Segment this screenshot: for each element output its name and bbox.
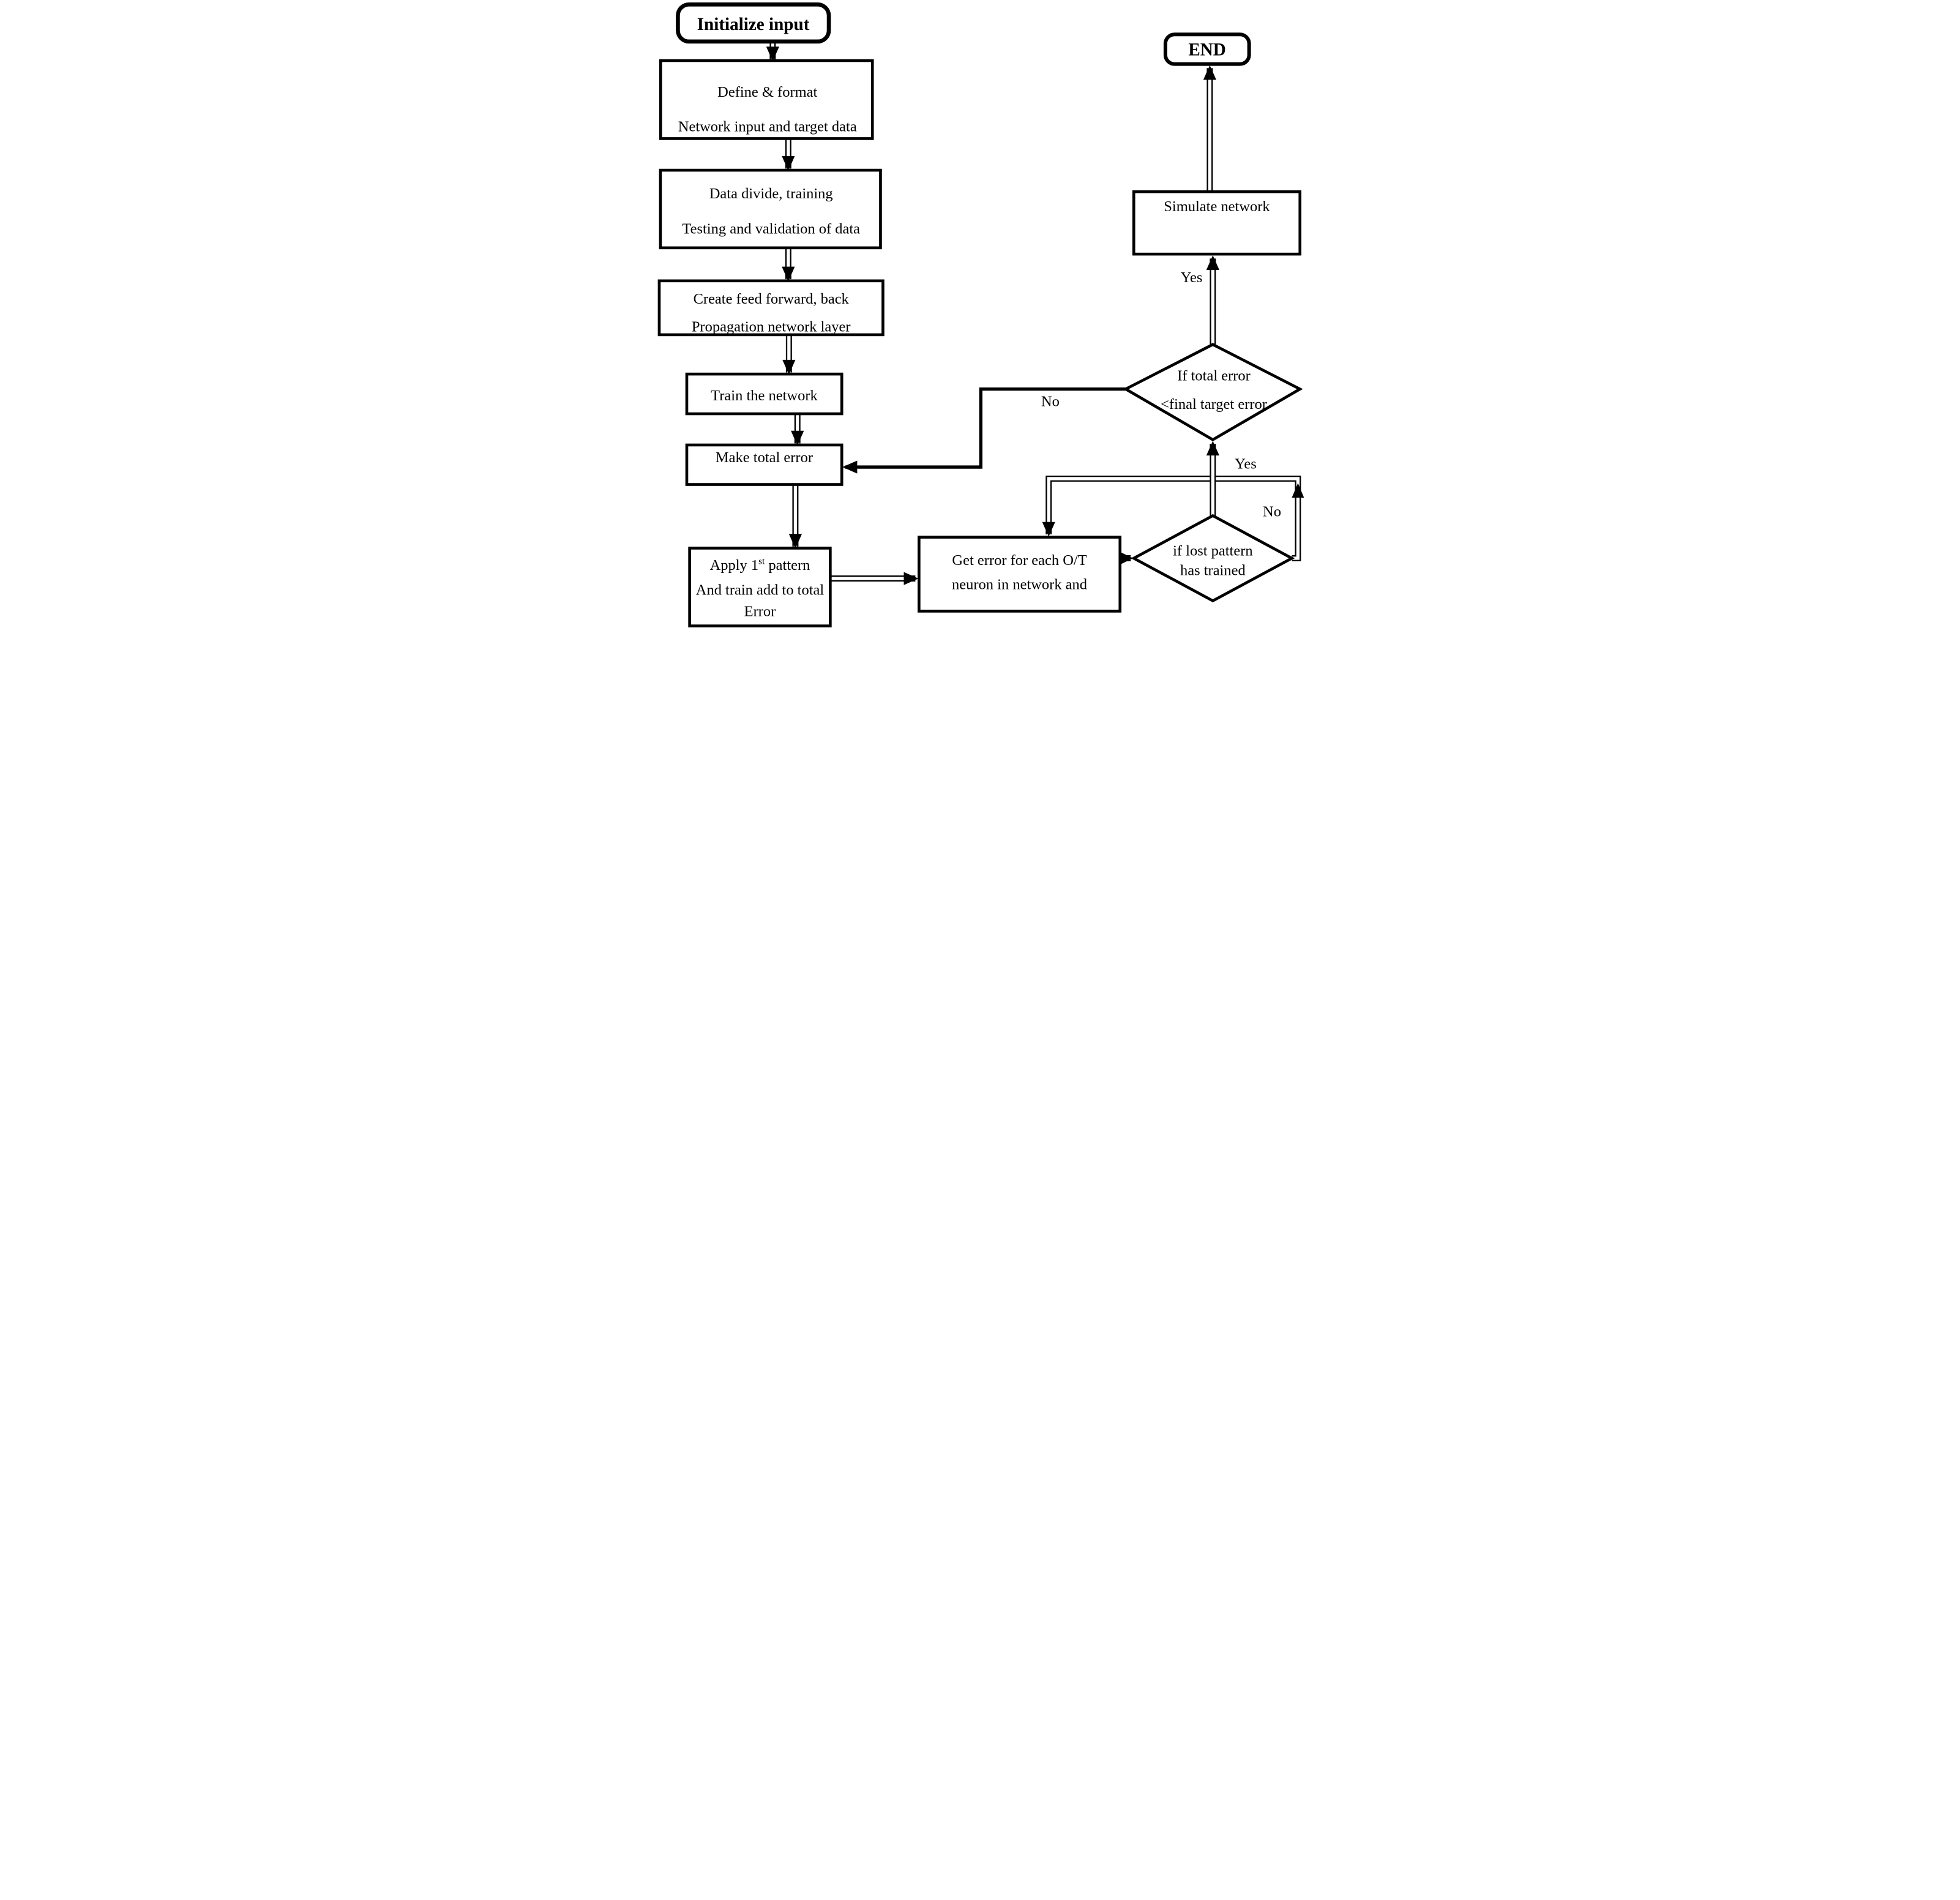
node-define-line2: Network input and target data <box>678 119 857 135</box>
node-divide-box <box>659 168 882 250</box>
node-apply: Apply 1st pattern And train add to total… <box>688 547 832 627</box>
node-apply-box <box>688 547 832 627</box>
arrowhead-create-train <box>782 359 796 375</box>
node-initialize: Initialize input <box>676 2 831 44</box>
node-define: Define & format Network input and target… <box>659 59 874 140</box>
edge-lost-pattern-no-loop-core <box>1047 477 1300 560</box>
node-initialize-box <box>676 2 831 44</box>
node-create-line1: Create feed forward, back <box>694 291 850 307</box>
arrowhead-initialize-define <box>766 47 779 62</box>
node-end-box <box>1163 32 1251 66</box>
arrowhead-total-error-simulate <box>1206 255 1219 270</box>
node-make-error-box <box>685 443 843 486</box>
node-divide: Data divide, training Testing and valida… <box>659 168 882 250</box>
node-train-label: Train the network <box>711 387 818 404</box>
node-create-line2: Propagation network layer <box>692 319 851 335</box>
node-divide-line1: Data divide, training <box>709 185 833 202</box>
node-get-error-line2: neuron in network and <box>952 577 1087 593</box>
arrowhead-lost-pattern-total-error <box>1206 441 1219 456</box>
node-apply-line1: Apply 1st pattern <box>710 556 810 574</box>
arrowhead-simulate-end <box>1203 65 1216 80</box>
arrowhead-define-divide <box>782 155 795 171</box>
node-apply-line1-sup: st <box>758 556 765 567</box>
node-get-error: Get error for each O/T neuron in network… <box>918 536 1122 613</box>
node-apply-line2: And train add to total <box>696 582 825 599</box>
node-lost-pattern-line1: if lost pattern <box>1173 543 1253 559</box>
arrowhead-lost-pattern-no-loop-up <box>1292 483 1304 498</box>
arrowhead-make-error-apply <box>788 534 802 549</box>
arrowhead-apply-get-error <box>903 572 919 585</box>
node-define-line1: Define & format <box>717 84 817 100</box>
node-divide-line2: Testing and validation of data <box>682 220 860 237</box>
node-apply-line3: Error <box>744 603 776 619</box>
arrowheads <box>766 47 1304 585</box>
node-make-error: Make total error <box>685 443 843 486</box>
node-initialize-label: Initialize input <box>697 15 810 34</box>
node-get-error-box <box>918 536 1122 613</box>
node-total-error-diamond <box>1123 343 1303 442</box>
arrowhead-get-error-lost-pattern <box>1120 552 1134 565</box>
edges <box>769 41 1301 582</box>
label-yes-to-simulate: Yes <box>1181 269 1203 286</box>
label-no-total-error: No <box>1041 394 1060 410</box>
node-create-box <box>657 279 885 337</box>
node-lost-pattern: if lost pattern has trained <box>1131 514 1295 603</box>
edge-total-error-no-make-error <box>845 387 1126 469</box>
arrowhead-divide-create <box>782 266 795 282</box>
label-yes-to-total-error: Yes <box>1235 455 1257 472</box>
edge-labels: Yes Yes No No <box>1041 269 1281 520</box>
node-simulate-box <box>1132 190 1302 256</box>
nodes: Initialize input Define & format Network… <box>657 2 1303 627</box>
node-define-box <box>659 59 874 140</box>
node-lost-pattern-diamond <box>1131 514 1295 603</box>
arrowhead-no-loop-get-error <box>1042 522 1055 537</box>
node-end: END <box>1163 32 1251 66</box>
flowchart-canvas: Initialize input Define & format Network… <box>657 2 1304 627</box>
node-simulate-label: Simulate network <box>1164 198 1270 215</box>
node-create: Create feed forward, back Propagation ne… <box>657 279 885 337</box>
node-lost-pattern-line2: has trained <box>1180 562 1246 578</box>
arrowhead-total-error-make-error <box>842 460 858 474</box>
node-get-error-line1: Get error for each O/T <box>952 552 1087 569</box>
node-total-error-line2: <final target error <box>1161 396 1267 413</box>
node-total-error-line1: If total error <box>1177 368 1251 384</box>
label-no-lost-pattern: No <box>1263 503 1281 520</box>
node-apply-line1-prefix: Apply 1 <box>710 557 759 574</box>
arrowhead-train-make-error <box>791 430 804 446</box>
flowchart: Initialize input Define & format Network… <box>656 0 1304 629</box>
node-make-error-label: Make total error <box>716 449 813 466</box>
node-simulate: Simulate network <box>1132 190 1302 256</box>
node-apply-line1-suffix: pattern <box>765 557 810 574</box>
node-total-error: If total error <final target error <box>1123 343 1303 442</box>
node-end-label: END <box>1188 40 1226 60</box>
node-train-box <box>685 372 843 416</box>
node-train: Train the network <box>685 372 843 416</box>
